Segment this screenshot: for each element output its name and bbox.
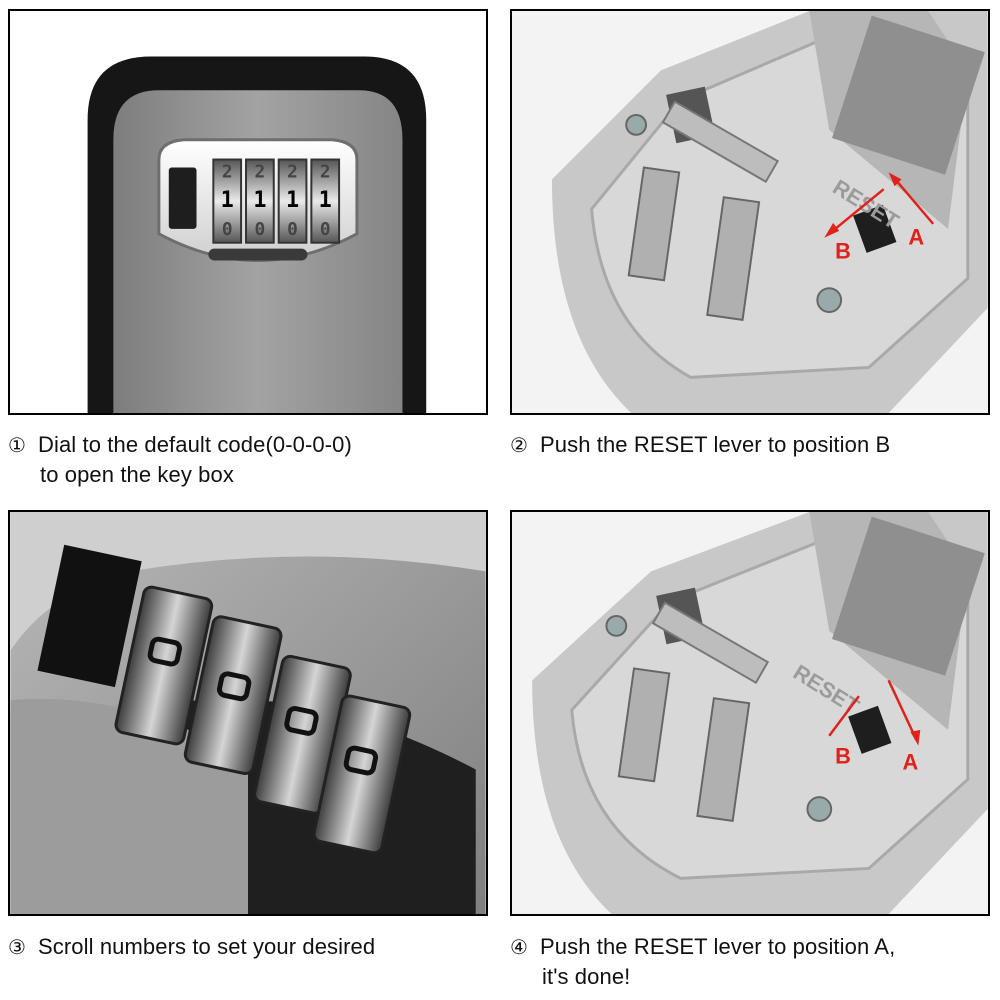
step4-number: ④ bbox=[510, 935, 529, 959]
position-b-label: B bbox=[835, 743, 851, 768]
direction-arrows bbox=[824, 172, 935, 238]
dial-closeup-illustration bbox=[10, 512, 486, 914]
dial-digit-top-1[interactable]: 2 bbox=[222, 161, 233, 182]
step2-number: ② bbox=[510, 433, 529, 457]
dial-digit-bottom-4[interactable]: 0 bbox=[320, 219, 331, 240]
step1-caption: ① Dial to the default code(0-0-0-0) to op… bbox=[8, 430, 488, 490]
lockbox-front-illustration: 2 2 2 2 1 1 1 1 0 0 0 0 bbox=[10, 11, 486, 413]
dial-digit-mid-1[interactable]: 1 bbox=[221, 188, 234, 213]
step4-image: RESET B A bbox=[510, 510, 990, 916]
key-hook bbox=[617, 601, 770, 822]
dial-digit-top-4[interactable]: 2 bbox=[320, 161, 331, 182]
dial-digit-mid-2[interactable]: 1 bbox=[253, 188, 266, 213]
position-marks bbox=[828, 679, 921, 746]
dial-digit-mid-4[interactable]: 1 bbox=[319, 188, 332, 213]
step3-text-line1: Scroll numbers to set your desired bbox=[38, 934, 376, 959]
dial-digit-bottom-2[interactable]: 0 bbox=[255, 219, 266, 240]
dial-digit-mid-3[interactable]: 1 bbox=[286, 188, 299, 213]
reset-lever-a-illustration: RESET B A bbox=[512, 512, 988, 914]
dial-wheels: 2 2 2 2 1 1 1 1 0 0 0 0 bbox=[212, 158, 341, 244]
dial-digit-top-2[interactable]: 2 bbox=[255, 161, 266, 182]
dial-digit-top-3[interactable]: 2 bbox=[287, 161, 298, 182]
step3-caption: ③ Scroll numbers to set your desired bbox=[8, 932, 488, 962]
step3-image bbox=[8, 510, 488, 916]
position-a-label: A bbox=[902, 749, 918, 774]
position-b-label: B bbox=[835, 239, 851, 264]
step4-caption: ④ Push the RESET lever to position A, it'… bbox=[510, 932, 990, 992]
dial-digit-bottom-1[interactable]: 0 bbox=[222, 219, 233, 240]
reset-lever-b-illustration: RESET B A bbox=[512, 11, 988, 413]
key-hook bbox=[627, 100, 780, 321]
step1-text-line2: to open the key box bbox=[40, 462, 234, 487]
step1-number: ① bbox=[8, 433, 27, 457]
step2-caption: ② Push the RESET lever to position B bbox=[510, 430, 990, 460]
position-a-label: A bbox=[908, 225, 924, 250]
step2-image: RESET B A bbox=[510, 9, 990, 415]
dial-digit-bottom-3[interactable]: 0 bbox=[287, 219, 298, 240]
step4-text-line1: Push the RESET lever to position A, bbox=[540, 934, 896, 959]
step1-image: 2 2 2 2 1 1 1 1 0 0 0 0 bbox=[8, 9, 488, 415]
step1-text-line1: Dial to the default code(0-0-0-0) bbox=[38, 432, 352, 457]
step3-number: ③ bbox=[8, 935, 27, 959]
step4-text-line2: it's done! bbox=[542, 964, 631, 989]
step2-text-line1: Push the RESET lever to position B bbox=[540, 432, 891, 457]
dial-drums bbox=[114, 585, 412, 855]
